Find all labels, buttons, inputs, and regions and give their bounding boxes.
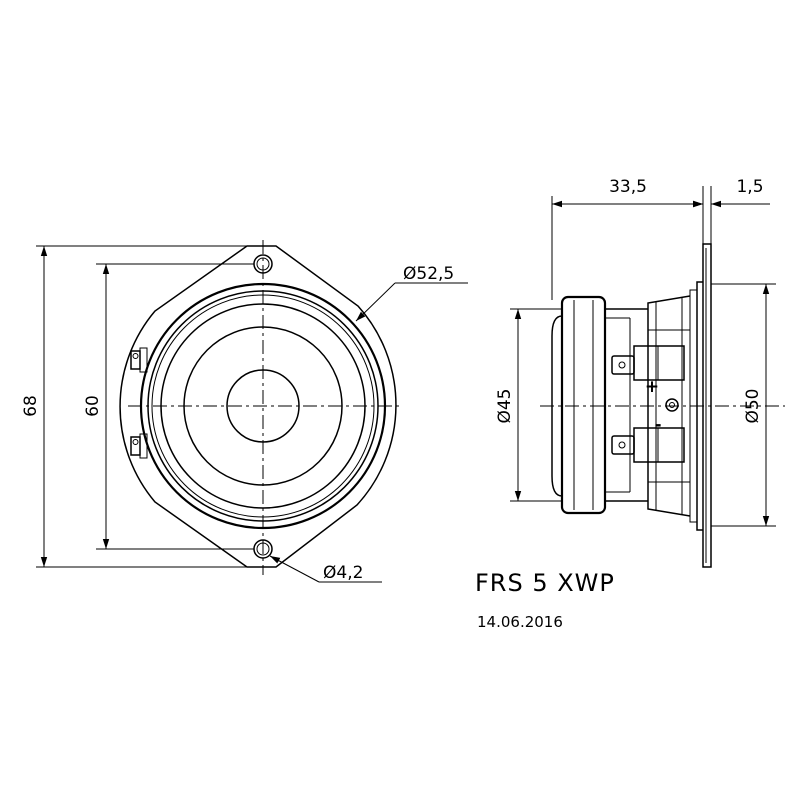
model-title: FRS 5 XWP bbox=[475, 569, 615, 597]
front-view: 68 60 Ø52,5 Ø4,2 bbox=[21, 240, 468, 583]
terminal-upper bbox=[130, 347, 148, 373]
side-view: + - 33,5 1,5 Ø45 bbox=[495, 177, 785, 568]
side-terminal-upper bbox=[611, 345, 685, 381]
dim-depth-label: 33,5 bbox=[609, 177, 647, 197]
dim-68-label: 68 bbox=[21, 395, 41, 417]
title-block: FRS 5 XWP 14.06.2016 bbox=[475, 569, 615, 631]
terminal-plus-label: + bbox=[645, 377, 659, 397]
dim-magnet-diameter-label: Ø45 bbox=[495, 388, 515, 423]
drawing-date: 14.06.2016 bbox=[477, 613, 563, 631]
dim-60: 60 bbox=[83, 263, 254, 550]
dim-60-label: 60 bbox=[83, 395, 103, 417]
dim-1-5: 1,5 bbox=[684, 177, 770, 208]
dim-hole-diameter-label: Ø4,2 bbox=[323, 563, 363, 583]
dim-50: Ø50 bbox=[711, 283, 776, 527]
leader-hole-diameter: Ø4,2 bbox=[269, 555, 382, 583]
mounting-plate-outline bbox=[119, 245, 397, 568]
dim-45: Ø45 bbox=[495, 308, 562, 502]
dim-outer-diameter-label: Ø52,5 bbox=[403, 264, 454, 284]
vent-icon bbox=[665, 398, 679, 412]
dim-flange-label: 1,5 bbox=[736, 177, 763, 197]
dim-flange-diameter-label: Ø50 bbox=[743, 388, 763, 423]
dim-33-5: 33,5 bbox=[551, 177, 712, 300]
magnet bbox=[551, 295, 648, 515]
terminal-minus-label: - bbox=[654, 415, 661, 435]
terminal-lower bbox=[130, 433, 148, 459]
side-terminal-lower bbox=[611, 427, 685, 463]
dim-68: 68 bbox=[21, 245, 250, 568]
leader-outer-diameter: Ø52,5 bbox=[355, 264, 468, 322]
